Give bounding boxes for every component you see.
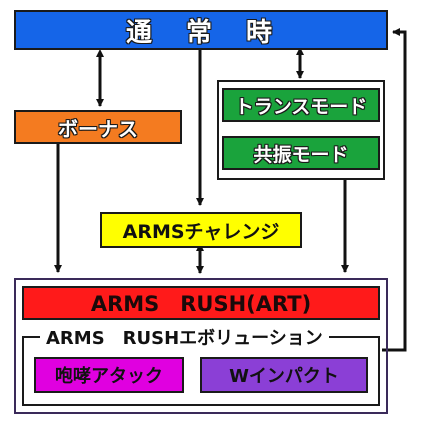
node-arms-challenge-label: ARMSチャレンジ [122,220,280,243]
node-arms-rush-evolution: ARMS RUSHエボリューション [40,324,329,350]
node-trance-mode: トランスモード [222,88,380,122]
mode-group-frame [217,80,385,180]
node-w-impact-label: Wインパクト [229,366,339,387]
node-normal-label: 通 常 時 [125,17,276,48]
node-roar-attack: 咆哮アタック [34,357,184,393]
node-resonance-mode-label: 共振モード [253,143,349,166]
node-normal: 通 常 時 [14,10,388,50]
art-group-frame [14,278,388,414]
node-roar-attack-label: 咆哮アタック [55,366,163,387]
node-resonance-mode: 共振モード [222,136,380,170]
node-arms-rush-label: ARMS RUSH(ART) [90,292,312,316]
node-arms-rush: ARMS RUSH(ART) [22,286,380,320]
node-trance-mode-label: トランスモード [234,95,368,118]
node-arms-rush-evolution-label: ARMS RUSHエボリューション [46,328,323,349]
arrow-evolution-normal [382,28,407,352]
node-bonus: ボーナス [14,110,182,144]
node-arms-challenge: ARMSチャレンジ [100,212,302,248]
node-w-impact: Wインパクト [200,357,368,393]
node-bonus-label: ボーナス [58,116,138,141]
